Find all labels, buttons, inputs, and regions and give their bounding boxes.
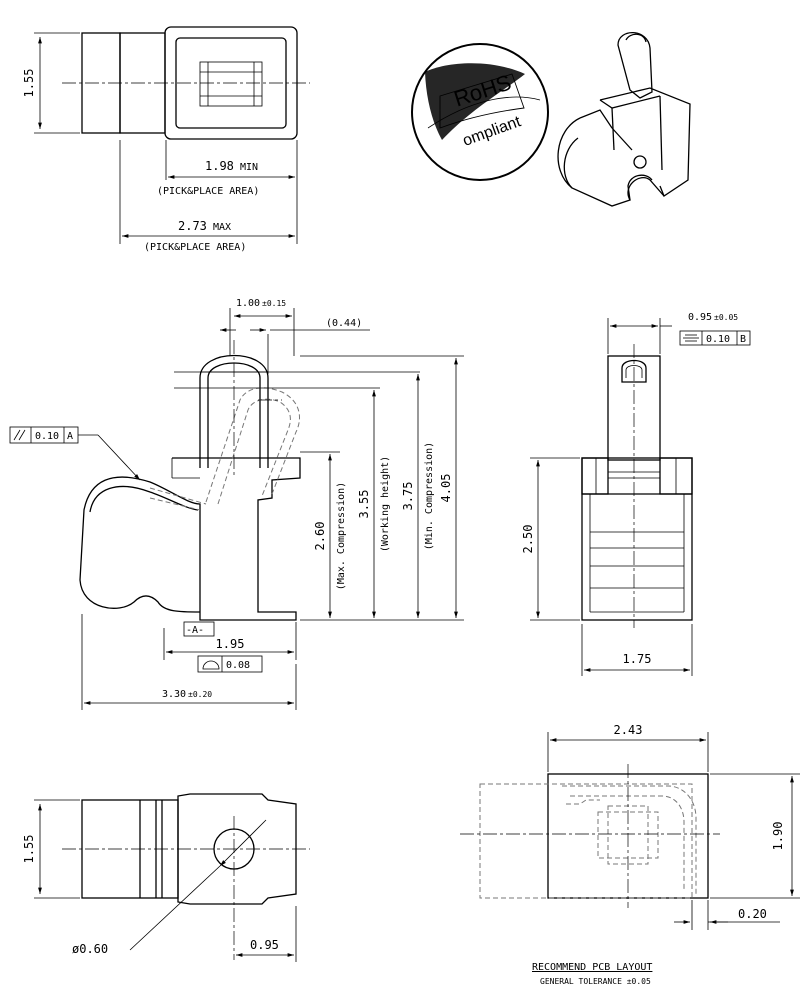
- top-height-dim: 1.55: [22, 69, 36, 98]
- side-offset-dim: (0.44): [326, 318, 362, 329]
- top-view: [34, 26, 310, 244]
- base-dim: 1.95: [216, 637, 245, 651]
- bottom-view: [34, 793, 310, 962]
- rohs-badge: [411, 43, 549, 181]
- front-view: [530, 318, 751, 676]
- symmetry-tol: 0.10: [706, 334, 730, 345]
- datum-a-label: -A-: [186, 625, 204, 636]
- parallel-tol: 0.10: [35, 431, 59, 442]
- pcb-layout-title: RECOMMEND PCB LAYOUT: [532, 962, 652, 973]
- bottom-hole-dim: ø0.60: [72, 942, 108, 956]
- label-working: (Working height): [380, 456, 391, 552]
- label-min-comp: (Min. Compression): [424, 442, 435, 550]
- pcb-height-dim: 1.90: [771, 822, 785, 851]
- pcb-layout: [460, 732, 800, 930]
- flatness-tol: 0.08: [226, 660, 250, 671]
- length-dim: 3.30: [162, 689, 186, 700]
- pcb-width-dim: 2.43: [614, 723, 643, 737]
- top-max-area-label: (PICK&PLACE AREA): [144, 242, 246, 253]
- top-max-suffix: MAX: [213, 222, 231, 233]
- bottom-offset-dim: 0.95: [250, 938, 279, 952]
- length-tol: ±0.20: [188, 690, 212, 699]
- front-width-tol: ±0.05: [714, 313, 738, 322]
- isometric-view: [557, 32, 691, 207]
- top-min-dim: 1.98: [205, 159, 234, 173]
- parallel-datum: A: [67, 431, 73, 442]
- height-working: 3.55: [357, 490, 371, 519]
- side-width-tol: ±0.15: [262, 299, 286, 308]
- height-total: 4.05: [439, 474, 453, 503]
- front-height-dim: 2.50: [521, 525, 535, 554]
- symmetry-datum: B: [740, 334, 746, 345]
- bottom-height-dim: 1.55: [22, 835, 36, 864]
- side-width-dim: 1.00: [236, 298, 260, 309]
- side-view: [9, 308, 464, 710]
- pcb-tolerance-note: GENERAL TOLERANCE ±0.05: [540, 977, 651, 986]
- pcb-margin-dim: 0.20: [738, 907, 767, 921]
- front-width-dim: 0.95: [688, 312, 712, 323]
- front-base-dim: 1.75: [623, 652, 652, 666]
- top-max-dim: 2.73: [178, 219, 207, 233]
- top-min-area-label: (PICK&PLACE AREA): [157, 186, 259, 197]
- height-min-comp: 3.75: [401, 482, 415, 511]
- label-max-comp: (Max. Compression): [336, 482, 347, 590]
- top-min-suffix: MIN: [240, 162, 258, 173]
- height-max-comp: 2.60: [313, 522, 327, 551]
